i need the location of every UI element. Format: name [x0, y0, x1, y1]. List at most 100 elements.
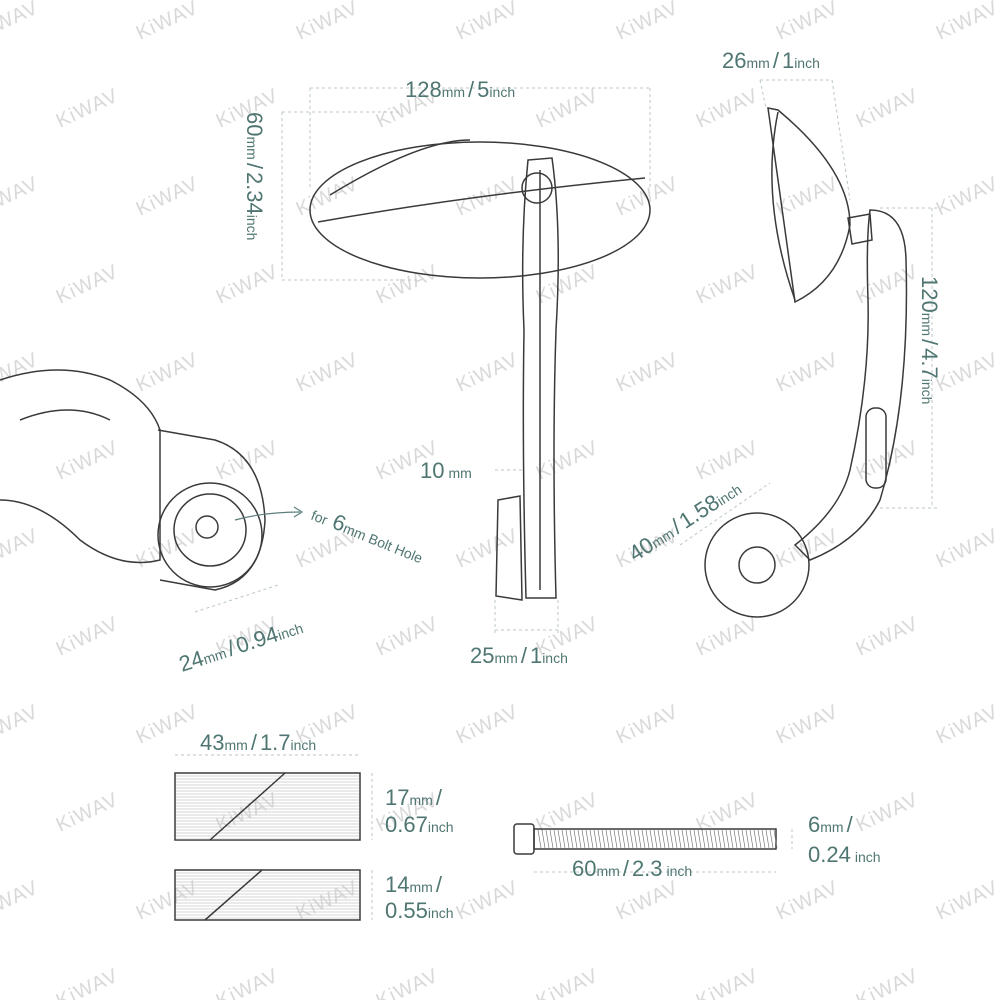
- mirror-reflection-line: [317, 177, 646, 223]
- bolt-thread: [633, 829, 638, 849]
- depth-ext-r: [831, 79, 851, 201]
- bolt-thread: [709, 829, 714, 849]
- bolt-thread: [565, 829, 570, 849]
- watermark-text: KiWAV: [853, 437, 922, 485]
- arm-slot: [865, 407, 887, 489]
- handlebar-grip-inner: [19, 409, 111, 421]
- watermark-text: KiWAV: [853, 789, 922, 837]
- watermark-text: KiWAV: [0, 701, 42, 749]
- watermark-text: KiWAV: [373, 965, 442, 1000]
- bolt-thread: [625, 829, 630, 849]
- watermark-text: KiWAV: [133, 701, 202, 749]
- depth-ext-l: [759, 79, 767, 109]
- bolt-thread: [569, 829, 574, 849]
- bolt-thread: [609, 829, 614, 849]
- watermark-text: KiWAV: [933, 525, 1000, 573]
- watermark-text: KiWAV: [0, 877, 42, 925]
- mirror-oval: [309, 141, 651, 279]
- spacer-length-label: 43mm/1.7inch: [200, 730, 316, 755]
- bolt-thread: [549, 829, 554, 849]
- bolt-thread: [573, 829, 578, 849]
- bolt-hole: [195, 515, 219, 539]
- watermark-text: KiWAV: [53, 85, 122, 133]
- watermark-text: KiWAV: [293, 0, 362, 45]
- spacer-large: [174, 772, 361, 841]
- watermark-text: KiWAV: [853, 261, 922, 309]
- watermark-text: KiWAV: [293, 349, 362, 397]
- spacer-small-body: [174, 869, 361, 921]
- watermark-text: KiWAV: [453, 525, 522, 573]
- bolt-thread: [741, 829, 746, 849]
- watermark-text: KiWAV: [693, 85, 762, 133]
- watermark-text: KiWAV: [133, 877, 202, 925]
- bolt-thread: [745, 829, 750, 849]
- watermark-text: KiWAV: [613, 877, 682, 925]
- bolt-thread: [593, 829, 598, 849]
- bolt-hole-arrow: [234, 511, 301, 521]
- bolt-thread: [653, 829, 658, 849]
- watermark-text: KiWAV: [373, 613, 442, 661]
- bolt-thread: [773, 829, 778, 849]
- bolt-thread: [545, 829, 550, 849]
- watermark-text: KiWAV: [213, 789, 282, 837]
- watermark-text: KiWAV: [133, 173, 202, 221]
- bolt-thread: [661, 829, 666, 849]
- end-diameter-dim: [194, 584, 279, 613]
- bolt-shaft: [533, 828, 777, 850]
- bolt-threads: [537, 829, 778, 849]
- bolt-thread: [641, 829, 646, 849]
- bolt-thread: [721, 829, 726, 849]
- bolt-thread: [749, 829, 754, 849]
- side-pivot: [847, 213, 873, 245]
- bolt-thread: [621, 829, 626, 849]
- watermark-text: KiWAV: [693, 965, 762, 1000]
- watermark-text: KiWAV: [53, 613, 122, 661]
- spacer-large-body: [174, 772, 361, 841]
- watermark-text: KiWAV: [0, 0, 42, 45]
- mirror-side-view: [704, 107, 908, 618]
- bolt-thread: [701, 829, 706, 849]
- watermark-text: KiWAV: [933, 173, 1000, 221]
- bolt-thread: [689, 829, 694, 849]
- watermark-text: KiWAV: [853, 965, 922, 1000]
- watermark-text: KiWAV: [453, 349, 522, 397]
- bolt-thread: [729, 829, 734, 849]
- spacer-small: [174, 869, 361, 921]
- depth-label: 26mm/1inch: [722, 48, 820, 73]
- handlebar-grip: [0, 369, 161, 564]
- spacer-small-label: 14mm/ 0.55inch: [385, 872, 454, 923]
- bolt-thread: [577, 829, 582, 849]
- watermark-text: KiWAV: [133, 349, 202, 397]
- bolt-thread: [697, 829, 702, 849]
- bolt-thread: [693, 829, 698, 849]
- width-label: 128mm/5inch: [405, 77, 515, 102]
- watermark-text: KiWAV: [53, 965, 122, 1000]
- watermark-text: KiWAV: [773, 525, 842, 573]
- watermark-text: KiWAV: [613, 701, 682, 749]
- end-width-label: 25mm/1inch: [470, 643, 568, 668]
- watermark-text: KiWAV: [453, 0, 522, 45]
- bolt-thread: [765, 829, 770, 849]
- arm-offset-label: 40mm/1.58inch: [624, 475, 745, 566]
- watermark-text: KiWAV: [213, 261, 282, 309]
- bolt-thread: [557, 829, 562, 849]
- watermark-text: KiWAV: [453, 877, 522, 925]
- bolt-thread: [757, 829, 762, 849]
- watermark-text: KiWAV: [853, 85, 922, 133]
- bolt-thread: [597, 829, 602, 849]
- watermark-text: KiWAV: [613, 0, 682, 45]
- watermark-text: KiWAV: [933, 701, 1000, 749]
- bolt-thread: [629, 829, 634, 849]
- bolt-thread: [553, 829, 558, 849]
- watermark-text: KiWAV: [533, 85, 602, 133]
- bolt-hole-arrowhead: [293, 506, 304, 518]
- bolt-thread: [589, 829, 594, 849]
- spacer-large-cut: [209, 772, 286, 841]
- bolt-thread: [537, 829, 542, 849]
- bolt-thread: [581, 829, 586, 849]
- bolt-thread: [601, 829, 606, 849]
- watermark-text: KiWAV: [53, 789, 122, 837]
- watermark-text: KiWAV: [933, 877, 1000, 925]
